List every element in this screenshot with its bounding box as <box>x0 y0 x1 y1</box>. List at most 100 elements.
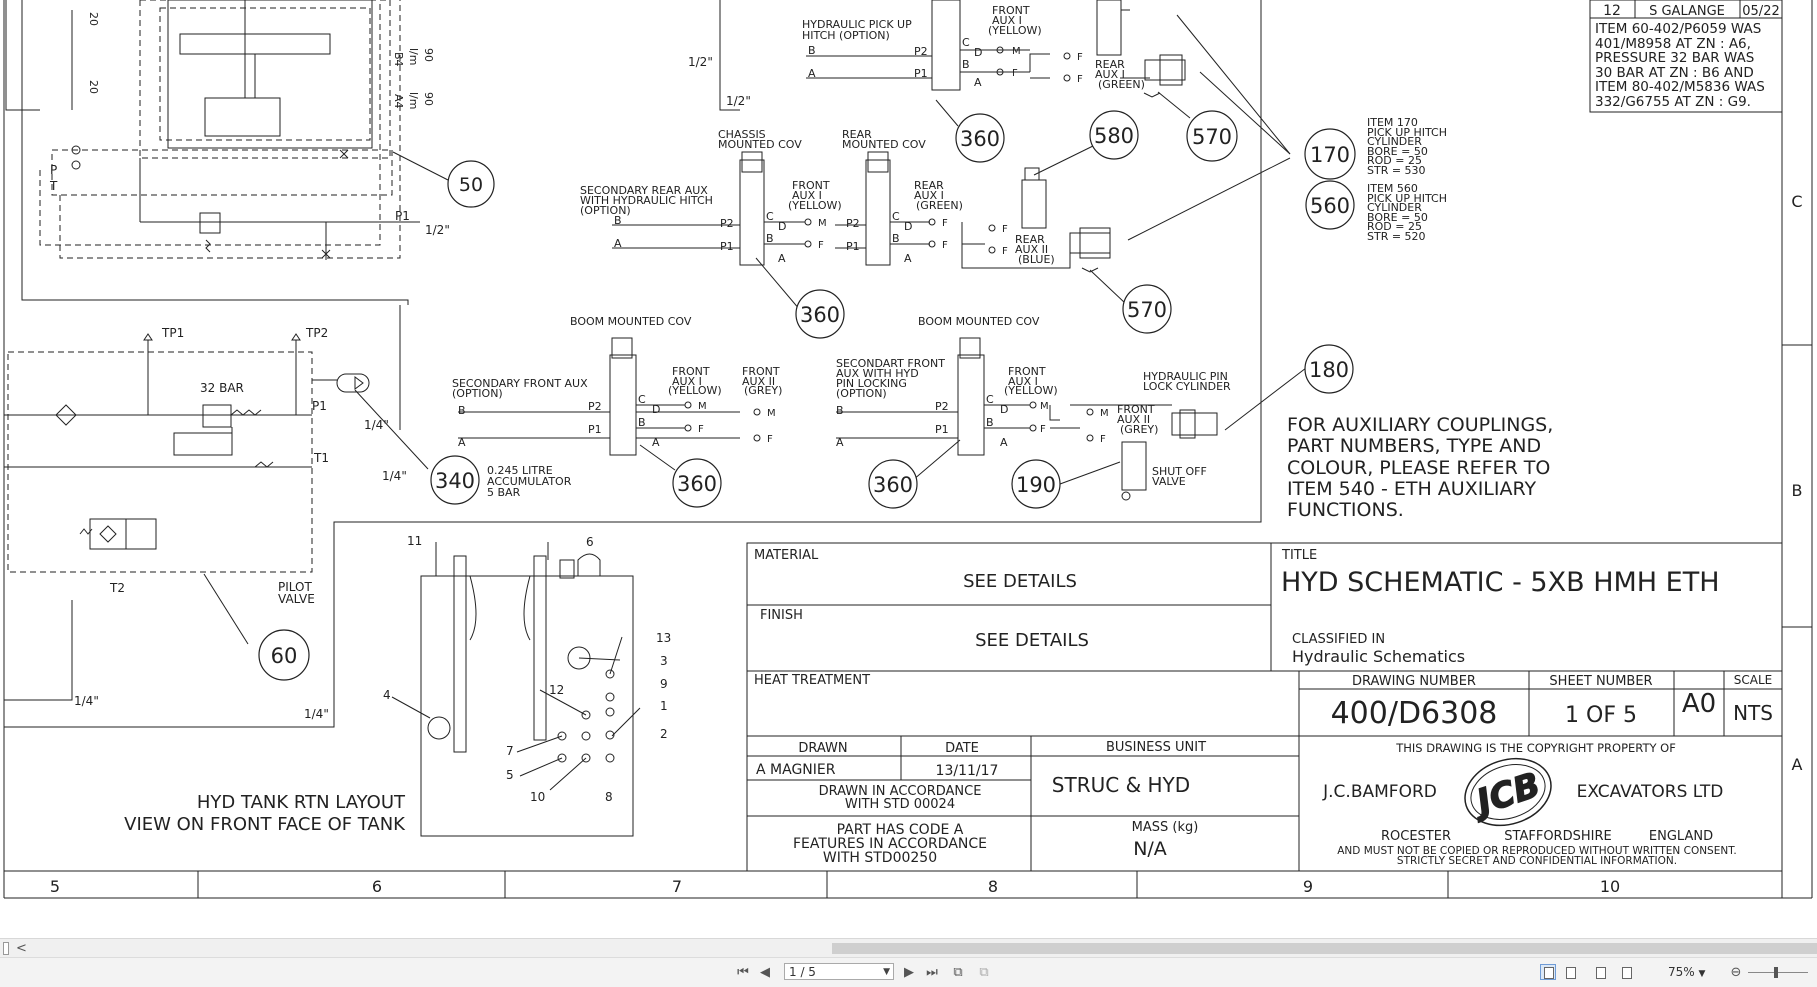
svg-text:l/m: l/m <box>407 48 420 65</box>
svg-text:F: F <box>1077 74 1083 85</box>
balloon-360-b1: 360 <box>677 472 717 496</box>
material-value: SEE DETAILS <box>963 571 1077 592</box>
finish-value: SEE DETAILS <box>975 630 1089 651</box>
svg-text:8: 8 <box>605 790 613 804</box>
svg-text:T: T <box>49 179 58 193</box>
svg-text:PICK UP HITCH: PICK UP HITCH <box>1367 192 1447 205</box>
svg-text:A: A <box>614 237 622 250</box>
svg-text:FUNCTIONS.: FUNCTIONS. <box>1287 499 1404 521</box>
continuous-icon[interactable] <box>1562 964 1578 980</box>
svg-text:HYDRAULIC PICK UP: HYDRAULIC PICK UP <box>802 18 912 31</box>
fit-width-icon[interactable]: ⧉ <box>979 965 989 980</box>
svg-text:F: F <box>942 240 948 251</box>
date-label: DATE <box>945 741 979 756</box>
viewer-toolbar: ⏮ ◀ 1 / 5 ▼ ▶ ⏭ ⧉ ⧉ 75% ▼ ⊖ <box>0 957 1817 987</box>
svg-text:(OPTION): (OPTION) <box>836 387 887 400</box>
svg-text:1/4": 1/4" <box>304 707 329 721</box>
prev-page-icon[interactable]: ◀ <box>760 965 770 980</box>
svg-text:20: 20 <box>87 12 100 26</box>
scrollbar-thumb[interactable] <box>832 943 1817 954</box>
drawing-number-label: DRAWING NUMBER <box>1352 674 1476 689</box>
mass-value: N/A <box>1133 838 1167 860</box>
business-unit: STRUC & HYD <box>1052 773 1190 797</box>
balloon-360-mid: 360 <box>800 303 840 327</box>
horizontal-scrollbar[interactable]: < <box>0 938 1817 958</box>
item-560-spec: ITEM 560 PICK UP HITCH CYLINDER BORE = 5… <box>1367 182 1447 243</box>
two-continuous-icon[interactable] <box>1618 964 1634 980</box>
svg-text:T1: T1 <box>313 451 329 465</box>
svg-text:P1: P1 <box>720 240 734 253</box>
svg-text:B: B <box>836 404 844 417</box>
svg-text:HYDRAULIC PIN: HYDRAULIC PIN <box>1143 370 1228 383</box>
next-page-icon[interactable]: ▶ <box>904 965 914 980</box>
balloon-360-top: 360 <box>960 127 1000 151</box>
svg-text:5 BAR: 5 BAR <box>487 486 521 499</box>
two-page-icon[interactable] <box>1592 964 1608 980</box>
sheet-number: 1 OF 5 <box>1565 703 1637 728</box>
jcb-logo-icon: JCB <box>1464 757 1552 827</box>
zoom-slider[interactable] <box>1748 967 1808 978</box>
svg-text:11: 11 <box>407 534 422 548</box>
svg-text:P2: P2 <box>720 217 734 230</box>
svg-text:(GREEN): (GREEN) <box>916 199 963 212</box>
svg-text:ENGLAND: ENGLAND <box>1649 829 1713 844</box>
zoom-dropdown-icon[interactable]: ▼ <box>1698 969 1706 979</box>
pilot-circuit: TP1 TP2 32 BAR P1 T1 1/4" 1/4" T2 PILOT … <box>4 305 407 721</box>
svg-text:SECONDART FRONT: SECONDART FRONT <box>836 357 945 370</box>
svg-text:B: B <box>962 58 970 71</box>
svg-text:B: B <box>458 404 466 417</box>
svg-text:FRONT: FRONT <box>992 4 1030 17</box>
svg-text:VALVE: VALVE <box>278 592 315 606</box>
schematic-drawing: C B A 5 6 7 8 9 10 12 S GALANGE 05/22 IT… <box>3 0 1813 899</box>
svg-text:P2: P2 <box>914 45 928 58</box>
svg-text:ITEM 60-402/P6059 WAS: ITEM 60-402/P6059 WAS <box>1595 21 1761 37</box>
page-select[interactable]: 1 / 5 ▼ <box>784 963 894 980</box>
svg-text:WITH STD 00024: WITH STD 00024 <box>845 797 955 812</box>
svg-text:401/M8958 AT ZN : A6,: 401/M8958 AT ZN : A6, <box>1595 36 1751 52</box>
svg-text:B4: B4 <box>392 52 405 67</box>
svg-text:05/22: 05/22 <box>1742 4 1779 19</box>
svg-text:D: D <box>778 220 786 233</box>
tank-caption-2: VIEW ON FRONT FACE OF TANK <box>124 814 406 835</box>
document-viewport[interactable]: C B A 5 6 7 8 9 10 12 S GALANGE 05/22 IT… <box>0 0 1817 938</box>
svg-text:BORE = 50: BORE = 50 <box>1367 145 1428 158</box>
svg-text:FRONT: FRONT <box>672 365 710 378</box>
svg-text:13: 13 <box>656 631 671 645</box>
svg-text:1/4": 1/4" <box>74 694 99 708</box>
svg-text:A: A <box>778 252 786 265</box>
svg-text:B: B <box>808 44 816 57</box>
first-page-icon[interactable]: ⏮ <box>737 965 749 980</box>
svg-text:1/2": 1/2" <box>425 223 450 237</box>
svg-text:12: 12 <box>549 683 564 697</box>
last-page-icon[interactable]: ⏭ <box>926 965 938 980</box>
zoom-level[interactable]: 75% ▼ <box>1668 965 1706 979</box>
svg-text:AUX I: AUX I <box>992 14 1022 27</box>
balloon-570-top: 570 <box>1192 125 1232 149</box>
svg-text:12: 12 <box>1603 3 1621 19</box>
svg-text:AND MUST NOT BE COPIED OR REPR: AND MUST NOT BE COPIED OR REPRODUCED WIT… <box>1337 845 1736 857</box>
zoom-out-icon[interactable]: ⊖ <box>1730 965 1742 980</box>
zone-col-6: 6 <box>372 877 382 896</box>
single-page-icon[interactable] <box>1540 964 1556 980</box>
svg-text:(YELLOW): (YELLOW) <box>1004 384 1058 397</box>
svg-text:MOUNTED COV: MOUNTED COV <box>842 138 926 151</box>
scroll-corner-marker <box>3 942 9 955</box>
title-label: TITLE <box>1281 548 1317 563</box>
svg-text:D: D <box>1000 403 1008 416</box>
svg-text:A: A <box>904 252 912 265</box>
heat-treatment-label: HEAT TREATMENT <box>754 673 870 688</box>
svg-text:F: F <box>942 218 948 229</box>
svg-text:TP2: TP2 <box>305 326 328 340</box>
auxiliary-note: FOR AUXILIARY COUPLINGS, PART NUMBERS, T… <box>1287 414 1553 521</box>
zone-row-c: C <box>1791 192 1802 211</box>
svg-text:PRESSURE 32 BAR WAS: PRESSURE 32 BAR WAS <box>1595 50 1754 66</box>
copyright-line: THIS DRAWING IS THE COPYRIGHT PROPERTY O… <box>1395 741 1676 755</box>
zoom-slider-knob[interactable] <box>1774 967 1778 978</box>
svg-text:M: M <box>1040 401 1049 412</box>
svg-text:BOOM MOUNTED COV: BOOM MOUNTED COV <box>918 315 1040 328</box>
svg-text:DRAWN IN ACCORDANCE: DRAWN IN ACCORDANCE <box>819 784 982 799</box>
svg-text:REAR: REAR <box>914 179 944 192</box>
fit-page-icon[interactable]: ⧉ <box>953 965 963 980</box>
svg-text:M: M <box>767 408 776 419</box>
scroll-left-icon[interactable]: < <box>16 941 27 956</box>
